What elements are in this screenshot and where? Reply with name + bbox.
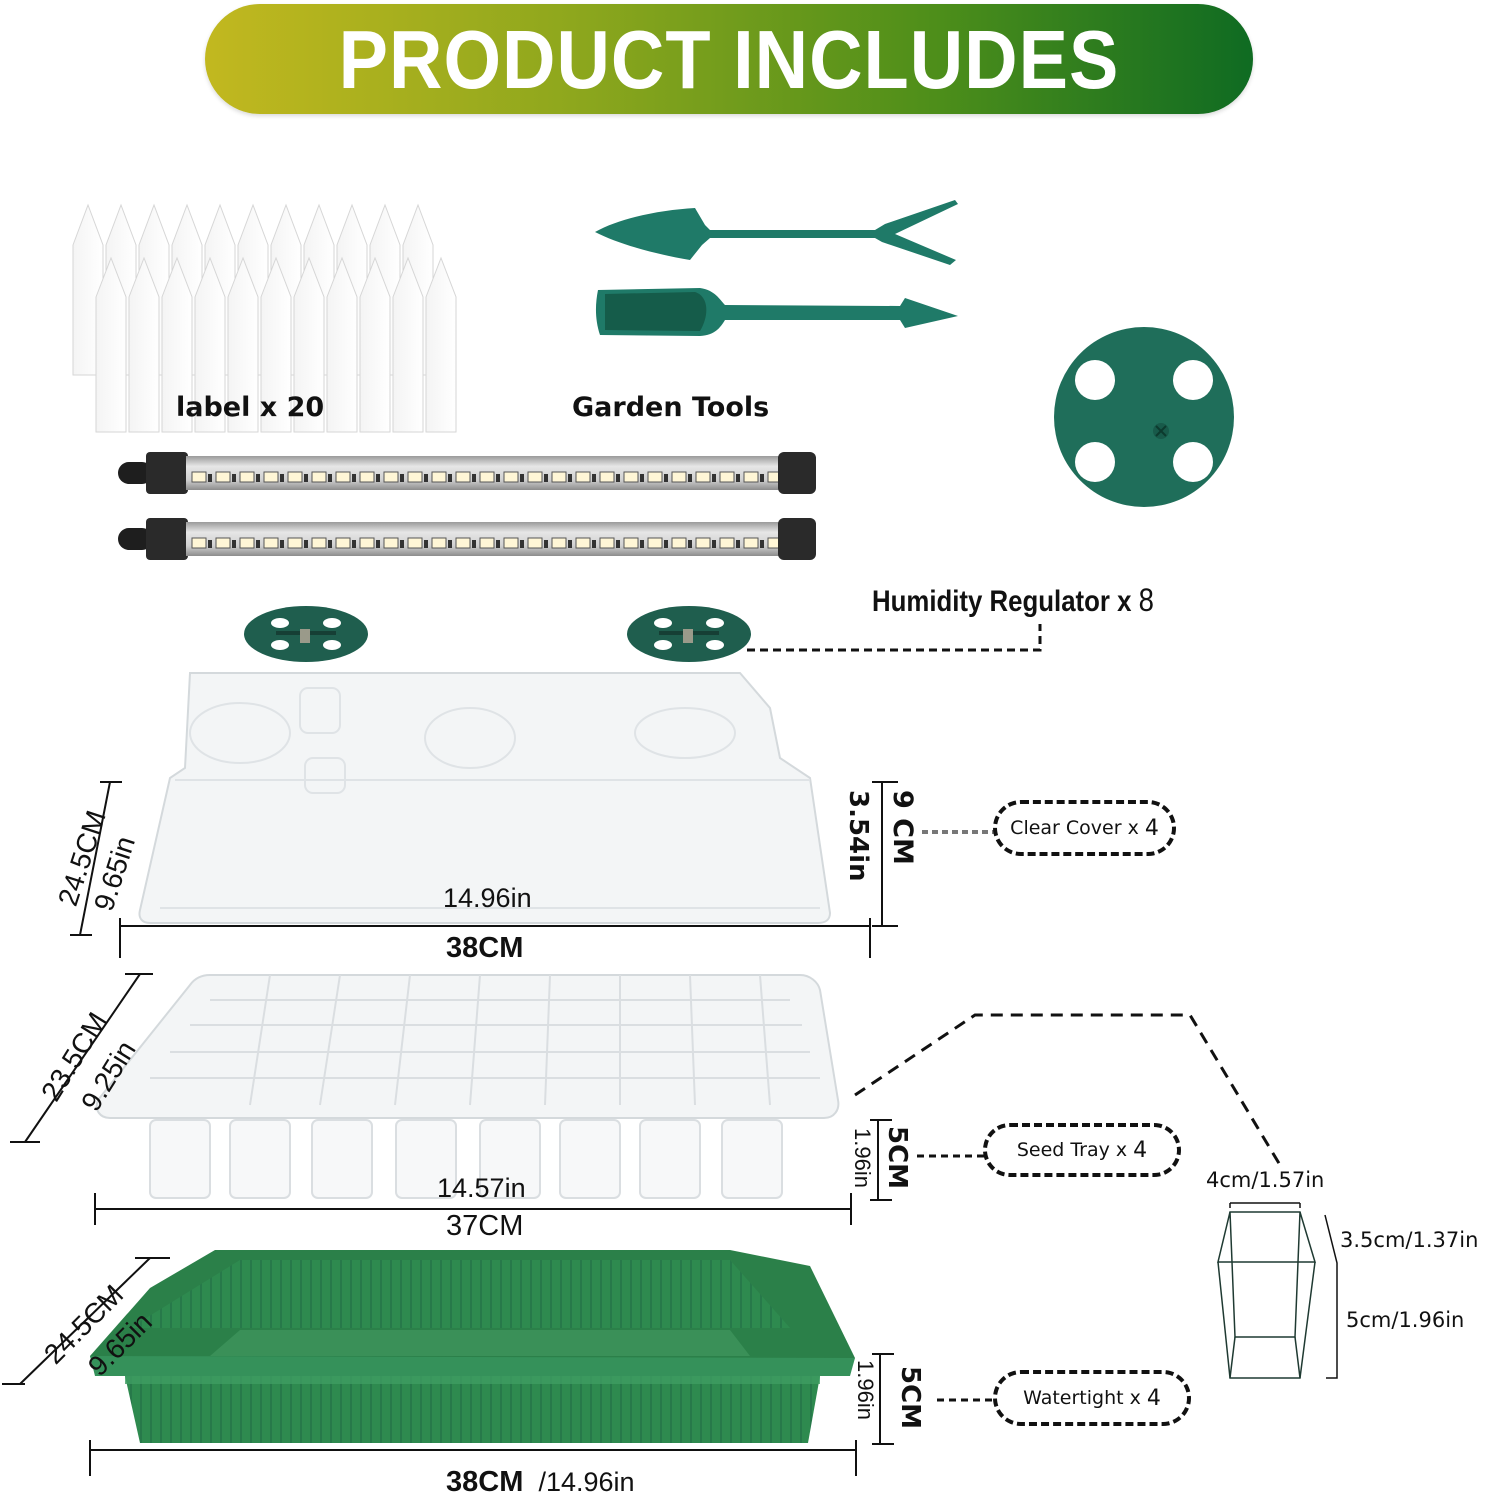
seed-tray-length-in: 14.57in [437,1173,526,1203]
seed-tray-badge: Seed Tray x 4 [983,1123,1181,1177]
watertight-leader-line [937,1398,995,1402]
watertight-tray-image [90,1248,860,1448]
grow-light-bars-image [118,448,818,566]
seed-tray-height-dimension-line [870,1119,892,1201]
clear-cover-height-dimension-line [872,781,898,927]
watertight-height-cm: 5CM [895,1366,925,1430]
clear-cover-badge: Clear Cover x 4 [993,800,1176,856]
plant-labels-image [70,200,460,435]
watertight-qty: 4 [1146,1385,1161,1411]
humidity-regulator-large-image [1052,325,1237,510]
seed-tray-length-cm: 37CM [446,1210,524,1242]
watertight-badge: Watertight x 4 [993,1370,1191,1426]
watertight-length-in: /14.96in [538,1467,635,1497]
watertight-height-in: 1.96in [853,1360,878,1420]
humidity-regulator-caption: Humidity Regulator x 8 [872,582,1154,619]
seed-tray-caption: Seed Tray x [1016,1139,1128,1161]
clear-cover-qty: 4 [1144,815,1159,841]
clear-cover-dome-icon [138,672,832,924]
seed-tray-length-dimension-line [94,1193,852,1225]
led-grow-light-icon [118,452,816,560]
garden-tools-icon [595,200,958,336]
clear-cover-depth-dimension-line [70,781,122,936]
humidity-regulator-qty: 8 [1138,582,1154,618]
humidity-regulator-leader-line [747,624,1042,652]
humidity-regulator-small-left [242,605,370,663]
labels-caption: label x 20 [176,392,325,423]
clear-cover-length-cm: 38CM [446,932,524,964]
clear-cover-leader-line [922,830,996,834]
seed-tray-qty: 4 [1133,1137,1148,1163]
garden-tools-image [590,190,970,340]
clear-cover-height-cm: 9 CM [887,790,918,865]
humidity-regulator-small-icon [244,606,368,662]
clear-cover-height-in: 3.54in [843,790,873,882]
product-includes-banner: PRODUCT INCLUDES [205,4,1253,114]
cell-top-width-label: 4cm/1.57in [1206,1168,1325,1192]
watertight-length-label: 38CM /14.96in [446,1466,635,1499]
watertight-length-cm: 38CM [446,1466,524,1498]
watertight-caption: Watertight x [1023,1387,1141,1409]
clear-cover-length-dimension-line [119,918,871,958]
seed-tray-depth-dimension-line [10,973,153,1143]
clear-cover-length-in: 14.96in [443,883,532,913]
watertight-length-dimension-line [89,1440,857,1476]
humidity-regulator-caption-text: Humidity Regulator x [872,585,1132,618]
humidity-regulator-small-right [625,605,753,663]
seed-tray-cells-icon [95,974,840,1199]
cell-height-label: 5cm/1.96in [1346,1308,1465,1332]
cell-side-width-label: 3.5cm/1.37in [1340,1228,1479,1252]
banner-title: PRODUCT INCLUDES [338,12,1120,106]
clear-cover-image [130,668,860,928]
plant-label-stakes-icon [72,203,457,433]
clear-cover-caption: Clear Cover x [1010,817,1139,839]
green-watertight-tray-icon [90,1250,855,1443]
humidity-regulator-disc-icon [1054,327,1234,507]
cell-detail-callout-line [854,1013,1282,1166]
garden-tools-caption: Garden Tools [572,392,770,423]
humidity-regulator-small-icon [627,606,751,662]
cell-detail-diagram [1217,1202,1338,1379]
watertight-height-dimension-line [872,1353,894,1445]
watertight-depth-dimension-line [2,1257,170,1385]
seed-tray-image [90,970,850,1205]
